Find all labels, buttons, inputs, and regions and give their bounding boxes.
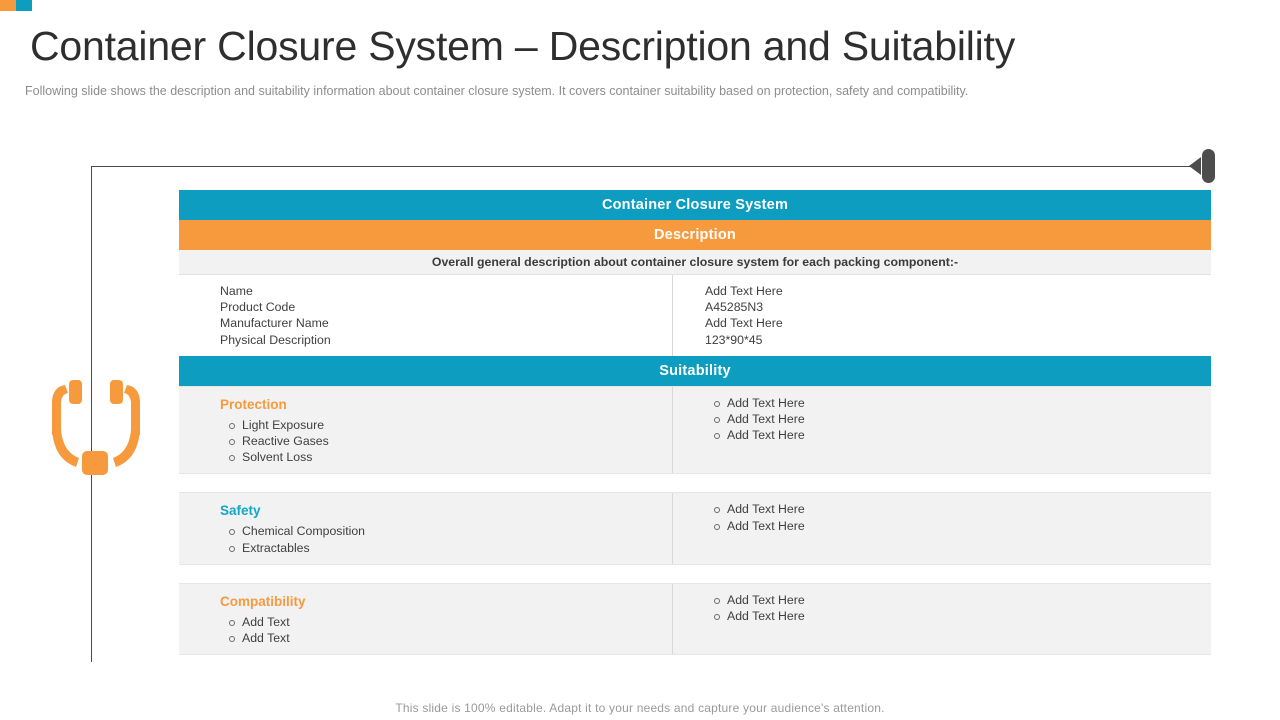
page-subtitle: Following slide shows the description an…: [25, 84, 969, 98]
list-item[interactable]: Reactive Gases: [220, 433, 672, 449]
safety-value-list: Add Text Here Add Text Here: [705, 501, 1211, 533]
safety-item-list: Chemical Composition Extractables: [220, 523, 672, 555]
description-detail-row: Name Product Code Manufacturer Name Phys…: [179, 275, 1211, 356]
description-value[interactable]: Add Text Here: [705, 316, 783, 331]
section-spacer: [179, 474, 1211, 493]
list-item[interactable]: Add Text Here: [705, 427, 1211, 443]
protection-right-cell: Add Text Here Add Text Here Add Text Her…: [673, 387, 1211, 474]
connector-arrow-icon: [1189, 157, 1201, 175]
safety-right-cell: Add Text Here Add Text Here: [673, 493, 1211, 563]
corner-accent-blocks: [0, 0, 32, 11]
list-item[interactable]: Add Text: [220, 614, 672, 630]
description-value[interactable]: 123*90*45: [705, 332, 763, 347]
compatibility-left-cell: Compatibility Add Text Add Text: [179, 583, 673, 655]
connector-endpoint-marker-icon: [1189, 149, 1215, 183]
list-item[interactable]: Extractables: [220, 540, 672, 556]
description-values-cell: Add Text Here A45285N3 Add Text Here 123…: [673, 275, 1211, 356]
section-title-protection: Protection: [220, 396, 287, 412]
protection-left-cell: Protection Light Exposure Reactive Gases…: [179, 386, 673, 474]
safety-left-cell: Safety Chemical Composition Extractables: [179, 493, 673, 564]
description-label: Name: [220, 284, 253, 298]
list-item[interactable]: Add Text Here: [705, 518, 1211, 534]
description-labels-cell: Name Product Code Manufacturer Name Phys…: [179, 275, 673, 356]
connector-line-vertical: [91, 166, 92, 662]
description-value[interactable]: Add Text Here: [705, 284, 783, 298]
list-item[interactable]: Add Text: [220, 630, 672, 646]
list-item[interactable]: Solvent Loss: [220, 449, 672, 465]
table-description-header: Description: [179, 220, 1211, 250]
suitability-section-safety: Safety Chemical Composition Extractables…: [179, 492, 1211, 565]
section-title-safety: Safety: [220, 503, 261, 519]
compatibility-right-cell: Add Text Here Add Text Here: [673, 584, 1211, 654]
section-spacer: [179, 564, 1211, 583]
connector-line-horizontal: [91, 166, 1191, 167]
list-item[interactable]: Add Text Here: [705, 395, 1211, 411]
table-suitability-header: Suitability: [179, 355, 1211, 386]
description-value[interactable]: A45285N3: [705, 300, 764, 315]
list-item[interactable]: Light Exposure: [220, 417, 672, 433]
container-closure-table: Container Closure System Description Ove…: [179, 190, 1211, 656]
footer-note: This slide is 100% editable. Adapt it to…: [395, 701, 885, 715]
description-label: Physical Description: [220, 332, 331, 347]
container-closure-icon: [48, 375, 144, 475]
suitability-section-protection: Protection Light Exposure Reactive Gases…: [179, 385, 1211, 475]
page-title: Container Closure System – Description a…: [30, 23, 1016, 69]
table-main-header: Container Closure System: [179, 190, 1211, 220]
orange-accent-block: [0, 0, 16, 11]
section-title-compatibility: Compatibility: [220, 593, 306, 609]
protection-value-list: Add Text Here Add Text Here Add Text Her…: [705, 395, 1211, 444]
list-item[interactable]: Add Text Here: [705, 411, 1211, 427]
list-item[interactable]: Add Text Here: [705, 608, 1211, 624]
compatibility-value-list: Add Text Here Add Text Here: [705, 592, 1211, 624]
teal-accent-block: [16, 0, 32, 11]
description-label: Product Code: [220, 300, 296, 315]
list-item[interactable]: Chemical Composition: [220, 523, 672, 539]
compatibility-item-list: Add Text Add Text: [220, 614, 672, 646]
description-subheader: Overall general description about contai…: [179, 250, 1211, 275]
connector-pill-icon: [1202, 149, 1215, 183]
suitability-section-compatibility: Compatibility Add Text Add Text Add Text…: [179, 582, 1211, 656]
list-item[interactable]: Add Text Here: [705, 501, 1211, 517]
list-item[interactable]: Add Text Here: [705, 592, 1211, 608]
description-label: Manufacturer Name: [220, 316, 329, 331]
protection-item-list: Light Exposure Reactive Gases Solvent Lo…: [220, 417, 672, 466]
